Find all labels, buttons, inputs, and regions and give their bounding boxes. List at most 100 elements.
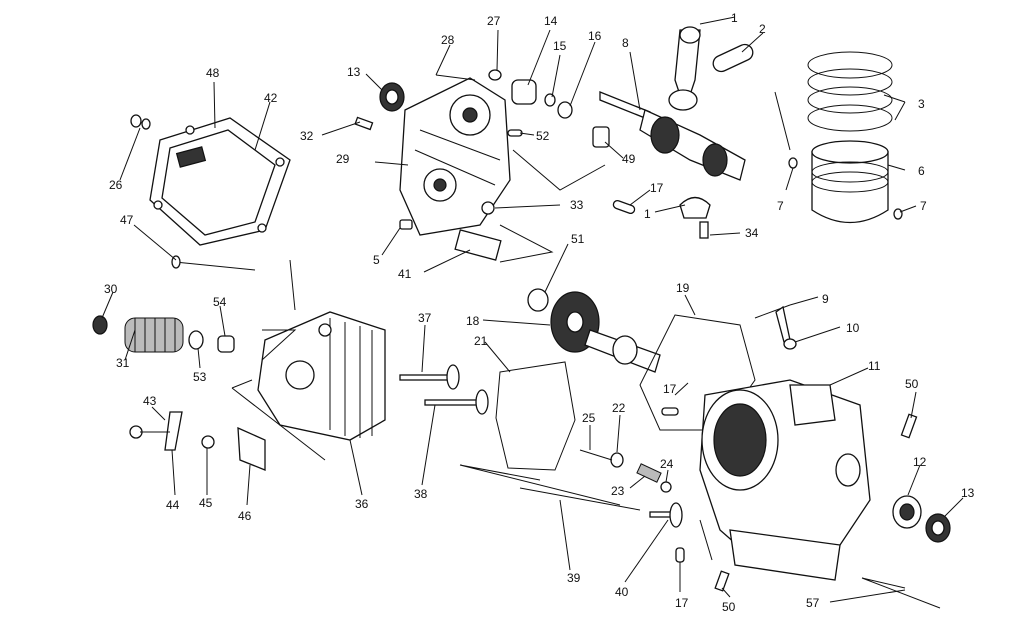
guide-54 xyxy=(217,335,235,353)
ball-24 xyxy=(660,481,672,493)
label-1b: 1 xyxy=(644,207,651,221)
washer-33 xyxy=(481,201,495,215)
label-17a: 17 xyxy=(650,181,664,195)
governor-arm-10 xyxy=(775,305,797,350)
label-19: 19 xyxy=(676,281,690,295)
label-28: 28 xyxy=(441,33,455,47)
label-51: 51 xyxy=(571,232,585,246)
label-15: 15 xyxy=(553,39,567,53)
seal-51 xyxy=(527,288,549,312)
label-49: 49 xyxy=(622,152,636,166)
label-42: 42 xyxy=(264,91,278,105)
connecting-rod xyxy=(668,26,701,111)
crankshaft xyxy=(599,91,746,181)
dowel-17c xyxy=(675,547,685,563)
label-12: 12 xyxy=(913,455,927,469)
label-31: 31 xyxy=(116,356,130,370)
oil-seal-13b xyxy=(925,513,951,543)
part-labels: 1 2 3 6 7 7 8 27 14 15 16 28 13 32 52 49… xyxy=(104,11,975,614)
valve-cover xyxy=(149,117,291,246)
label-7b: 7 xyxy=(920,199,927,213)
label-2: 2 xyxy=(759,22,766,36)
bolt-47 xyxy=(174,261,256,271)
piston xyxy=(811,140,889,224)
label-37: 37 xyxy=(418,311,432,325)
label-29: 29 xyxy=(336,152,350,166)
label-52: 52 xyxy=(536,129,550,143)
label-45: 45 xyxy=(199,496,213,510)
label-40: 40 xyxy=(615,585,629,599)
cylinder-block xyxy=(699,379,871,581)
label-16: 16 xyxy=(588,29,602,43)
camshaft xyxy=(550,291,661,373)
label-33: 33 xyxy=(570,198,584,212)
label-57: 57 xyxy=(806,596,820,610)
label-17c: 17 xyxy=(675,596,689,610)
retainer-30 xyxy=(92,315,108,335)
clip-7a xyxy=(788,157,798,169)
label-50a: 50 xyxy=(905,377,919,391)
label-43: 43 xyxy=(143,394,157,408)
valve-spring xyxy=(124,317,184,353)
label-26: 26 xyxy=(109,178,123,192)
label-18: 18 xyxy=(466,314,480,328)
label-6: 6 xyxy=(918,164,925,178)
key-32 xyxy=(354,116,374,131)
label-17b: 17 xyxy=(663,382,677,396)
label-36: 36 xyxy=(355,497,369,511)
label-7a: 7 xyxy=(777,199,784,213)
cylinder-gasket xyxy=(495,361,576,471)
seal-53 xyxy=(188,330,204,350)
clip-7b xyxy=(893,208,903,220)
label-5: 5 xyxy=(373,253,380,267)
valve-38 xyxy=(424,389,489,415)
label-46: 46 xyxy=(238,509,252,523)
oil-plug-5 xyxy=(399,219,413,230)
oil-seal-13 xyxy=(379,82,405,112)
dowel-17 xyxy=(612,199,636,215)
rod-39 xyxy=(519,487,641,511)
label-9: 9 xyxy=(822,292,829,306)
label-44: 44 xyxy=(166,498,180,512)
label-47: 47 xyxy=(120,213,134,227)
valve-40 xyxy=(649,502,683,528)
filter-41 xyxy=(454,229,502,261)
label-48: 48 xyxy=(206,66,220,80)
label-21: 21 xyxy=(474,334,488,348)
rocker-arm xyxy=(129,411,183,451)
spring-23 xyxy=(636,463,662,483)
label-24: 24 xyxy=(660,457,674,471)
crankcase-cover xyxy=(399,77,511,236)
label-54: 54 xyxy=(213,295,227,309)
label-1a: 1 xyxy=(731,11,738,25)
label-10: 10 xyxy=(846,321,860,335)
dowel-17b xyxy=(661,407,679,416)
label-27: 27 xyxy=(487,14,501,28)
label-32: 32 xyxy=(300,129,314,143)
governor-spring-9 xyxy=(754,304,791,319)
leader-lines xyxy=(101,16,964,609)
label-13a: 13 xyxy=(347,65,361,79)
label-41: 41 xyxy=(398,267,412,281)
label-53: 53 xyxy=(193,370,207,384)
label-50b: 50 xyxy=(722,600,736,614)
bearing-12 xyxy=(892,495,922,529)
label-11: 11 xyxy=(868,359,881,373)
rod-cap xyxy=(679,196,711,239)
piston-rings xyxy=(807,51,893,132)
label-22: 22 xyxy=(612,401,626,415)
label-38: 38 xyxy=(414,487,428,501)
governor-parts xyxy=(488,69,573,137)
label-8: 8 xyxy=(622,36,629,50)
label-39: 39 xyxy=(567,571,581,585)
valve-37 xyxy=(399,364,460,390)
cylinder-head xyxy=(257,311,386,441)
stud-50a xyxy=(900,413,918,439)
label-34: 34 xyxy=(745,226,759,240)
label-14: 14 xyxy=(544,14,558,28)
cover-screw xyxy=(130,114,151,130)
piston-pin xyxy=(712,43,754,73)
label-30: 30 xyxy=(104,282,118,296)
label-23: 23 xyxy=(611,484,625,498)
